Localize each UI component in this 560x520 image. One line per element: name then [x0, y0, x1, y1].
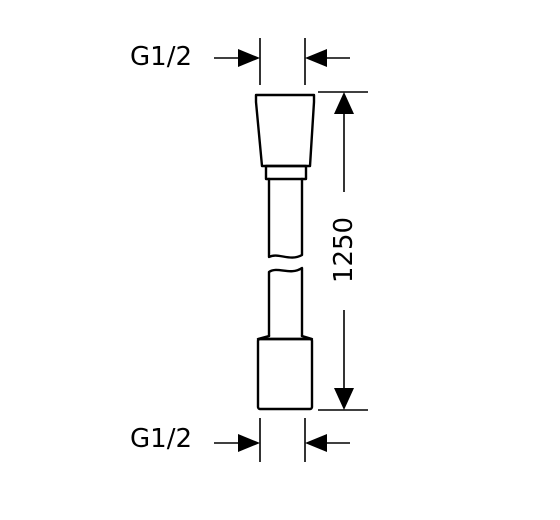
top-nut	[254, 93, 316, 168]
overall-length-label: 1250	[329, 216, 359, 284]
bottom-arrow-right	[305, 434, 327, 452]
top-arrow-right	[305, 49, 327, 67]
top-hose-section	[267, 177, 304, 259]
top-arrow-left	[238, 49, 260, 67]
bottom-nut	[256, 337, 314, 411]
top-collar	[264, 164, 308, 181]
bottom-thread-label: G1/2	[130, 424, 192, 454]
bottom-arrow-left	[238, 434, 260, 452]
length-arrow-top	[334, 92, 354, 114]
top-thread-label: G1/2	[130, 42, 192, 72]
length-arrow-bottom	[334, 388, 354, 410]
bottom-hose-section	[267, 266, 304, 338]
